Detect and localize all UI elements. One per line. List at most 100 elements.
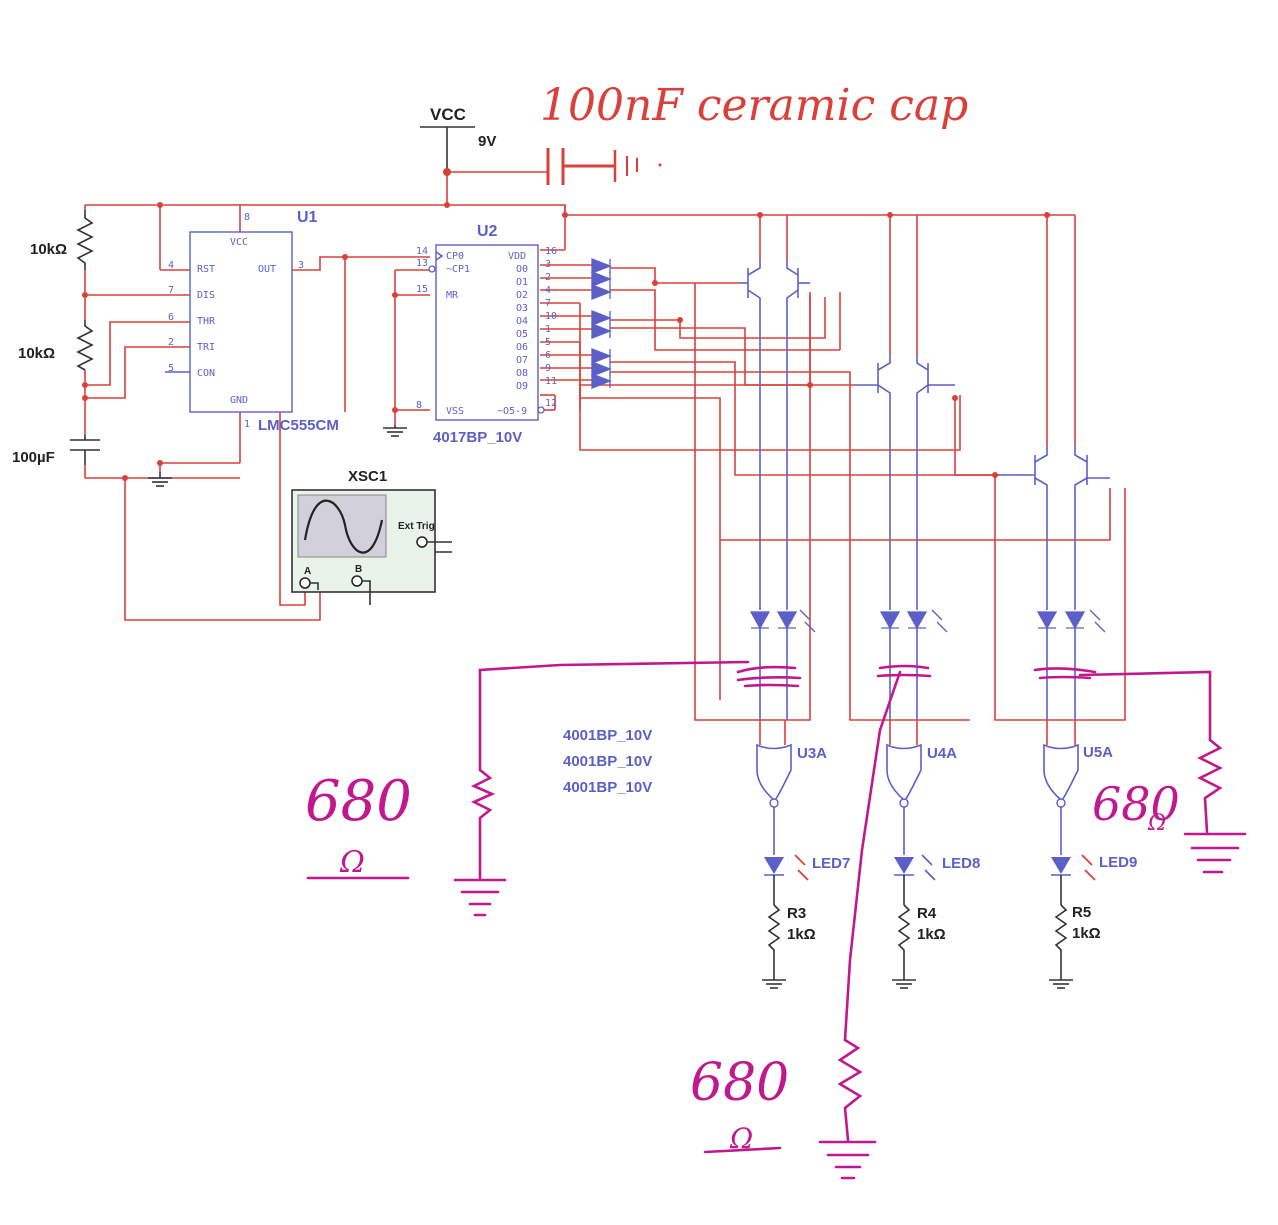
res-right-unit: Ω [1147,811,1166,836]
u2-vss-pin-label: VSS [446,406,464,417]
vcc-label: VCC [430,105,466,124]
gate-part-3: 4001BP_10V [563,779,652,796]
vcc-voltage-label: 9V [478,133,496,150]
u2-pin-4: 4 [545,285,551,296]
ic-u1-555-timer[interactable]: U1 VCC RST DIS THR TRI CON OUT GND 8 4 7… [165,209,339,434]
u2-o3-pin-label: O3 [516,303,528,314]
u2-o5-pin-label: O5 [516,329,528,340]
u2-pin-1: 1 [545,324,551,335]
u1-vcc-pin-label: VCC [230,237,248,248]
u2-pin-10: 10 [545,311,557,322]
res-bottom-value: 680 [690,1053,789,1113]
u2-cp0-pin-label: CP0 [446,251,464,262]
nor-gate-u5a[interactable]: U5A [1043,743,1113,808]
output-chain-3[interactable]: LED9 R5 1kΩ [1049,807,1137,989]
output-chain-1[interactable]: LED7 R3 1kΩ [762,807,850,989]
u1-pin-2: 2 [168,337,174,348]
handwritten-resistor-bottom: 680 Ω [690,670,902,1180]
u2-pin-2: 2 [545,272,551,283]
u2-o2-pin-label: O2 [516,290,528,301]
res-left-unit: Ω [339,845,365,880]
u2-o1-pin-label: O1 [516,277,528,288]
transistor-pair-1 [740,260,810,305]
u2-o4-pin-label: O4 [516,316,528,327]
u1-thr-pin-label: THR [197,316,216,327]
ground-symbol-4017 [383,425,407,437]
scope-channel-b-terminal[interactable] [351,575,363,587]
u2-pin-14: 14 [416,246,428,257]
junction-dots [82,168,1050,481]
handwritten-cap-note: 100nF ceramic cap [540,80,968,185]
u1-out-pin-label: OUT [258,264,276,275]
u2-pin-5: 5 [545,337,551,348]
u2-o6-pin-label: O6 [516,342,528,353]
cap-note-text: 100nF ceramic cap [540,80,968,131]
u1-gnd-pin-label: GND [230,395,248,406]
u2-o7-pin-label: O7 [516,355,528,366]
oscilloscope-xsc1[interactable]: XSC1 Ext Trig A B [291,468,452,605]
ic-u2-4017-counter[interactable]: U2 CP0 ~CP1 MR VSS 14 13 15 8 VDD O0 O1 … [416,223,557,446]
u4a-ref: U4A [927,745,957,762]
scope-ext-trig-terminal[interactable] [416,536,428,548]
transistor-pair-3 [1000,445,1110,492]
res-right-value: 680 [1092,777,1180,831]
u2-o8-pin-label: O8 [516,368,528,379]
r5-ref: R5 [1072,904,1091,921]
r1-value: 10kΩ [30,241,67,258]
handwritten-resistor-left: 680 Ω [305,660,750,917]
led7-label: LED7 [812,855,850,872]
led-pair-1 [749,609,816,633]
u2-pin-16: 16 [545,246,557,257]
u2-pin-3: 3 [545,259,551,270]
u2-carry-pin-label: ~O5-9 [497,406,527,417]
u2-part-number: 4017BP_10V [433,429,522,446]
led8-label: LED8 [942,855,980,872]
capacitor-c1[interactable]: 100µF [12,435,100,466]
u1-tri-pin-label: TRI [197,342,215,353]
u2-mr-pin-label: MR [446,290,459,301]
u2-o9-pin-label: O9 [516,381,528,392]
u2-pin-15: 15 [416,284,428,295]
r5-value: 1kΩ [1072,925,1101,942]
u2-pin-6: 6 [545,350,551,361]
u1-pin-8: 8 [244,212,250,223]
handwritten-resistor-right: 680 Ω [1078,670,1247,874]
gate-part-labels: 4001BP_10V 4001BP_10V 4001BP_10V [563,727,652,796]
u3a-ref: U3A [797,745,827,762]
u1-pin-1: 1 [244,419,250,430]
u1-pin-5: 5 [168,363,174,374]
transistor-pair-2 [855,355,955,400]
u1-pin-6: 6 [168,312,174,323]
scope-ext-trig-label: Ext Trig [398,521,435,532]
gate-part-2: 4001BP_10V [563,753,652,770]
scope-channel-a-terminal[interactable] [299,577,311,589]
resistor-r1[interactable]: 10kΩ [30,210,94,270]
nor-gate-u4a[interactable]: U4A [886,743,957,808]
nor-gate-u3a[interactable]: U3A [756,743,827,808]
r3-value: 1kΩ [787,926,816,943]
diode-array [591,258,612,389]
output-chain-2[interactable]: LED8 R4 1kΩ [892,807,980,989]
r3-ref: R3 [787,905,806,922]
scope-waveform [303,499,384,554]
u2-ref: U2 [477,223,498,240]
scope-channel-b-label: B [355,564,362,575]
u1-dis-pin-label: DIS [197,290,215,301]
u1-part-number: LMC555CM [258,417,339,434]
u1-ref: U1 [297,209,318,226]
u2-pin-12: 12 [545,398,557,409]
handwritten-scribbles [736,664,1097,688]
u2-pin-9: 9 [545,363,551,374]
vcc-power-symbol: VCC 9V [420,105,496,172]
u1-con-pin-label: CON [197,368,215,379]
scope-ref: XSC1 [348,468,387,485]
resistor-r2[interactable]: 10kΩ [18,320,94,371]
u2-pin-8: 8 [416,400,422,411]
u5a-ref: U5A [1083,744,1113,761]
res-left-value: 680 [305,769,412,834]
u1-rst-pin-label: RST [197,264,215,275]
wires [84,171,1126,745]
u2-vdd-pin-label: VDD [508,251,526,262]
c1-value: 100µF [12,449,55,466]
r2-value: 10kΩ [18,345,55,362]
